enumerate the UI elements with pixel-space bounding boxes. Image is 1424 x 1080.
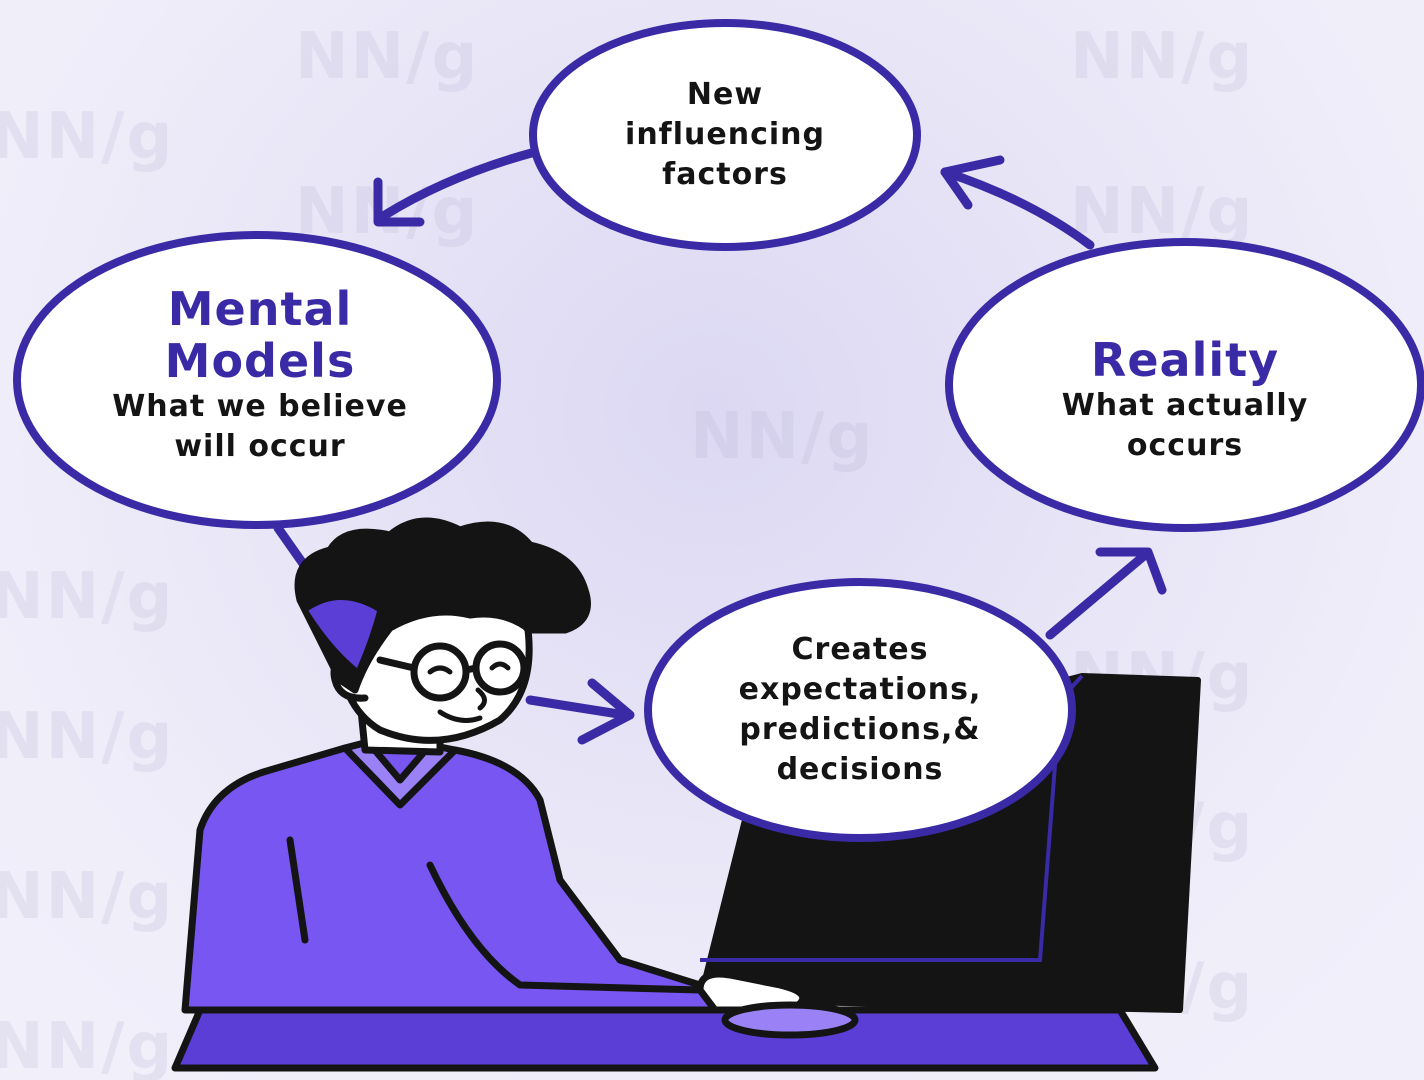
- mental-models-title-1: Mental: [167, 282, 353, 336]
- influencing-node-label: New influencing factors: [565, 60, 885, 210]
- watermark: NN/g: [0, 1010, 175, 1080]
- mental-models-title-2: Models: [164, 334, 356, 388]
- creates-line-4: decisions: [776, 752, 944, 787]
- mental-models-subtitle-2: will occur: [174, 429, 346, 464]
- arrow-creates-to-reality: [1045, 550, 1150, 640]
- arrow-head: [373, 177, 425, 227]
- reality-node: [945, 238, 1424, 532]
- arrow-head: [577, 678, 635, 745]
- watermark: NN/g: [690, 400, 875, 474]
- watermark: NN/g: [0, 100, 175, 174]
- arrow-head: [1095, 547, 1167, 595]
- creates-line-2: expectations,: [738, 672, 982, 707]
- arrow-influencing-to-mental: [380, 147, 540, 220]
- creates-line-3: predictions,&: [739, 712, 981, 747]
- desk: [171, 1006, 1159, 1072]
- mental-models-subtitle-1: What we believe: [112, 389, 408, 424]
- influencing-node: [529, 19, 921, 251]
- watermark: NN/g: [0, 560, 175, 634]
- watermark: NN/g: [1070, 20, 1255, 94]
- arrow-reality-to-influencing: [940, 167, 1095, 250]
- person-illustration: [181, 517, 859, 1039]
- creates-node-label: Creates expectations, predictions,& deci…: [680, 625, 1040, 795]
- watermark: NN/g: [295, 20, 480, 94]
- mental-models-node: [13, 231, 501, 529]
- influencing-line-1: New: [686, 77, 764, 112]
- watermark: NN/g: [0, 700, 175, 774]
- arrow-head: [940, 155, 1005, 210]
- mental-models-label: Mental Models What we believe will occur: [40, 270, 480, 480]
- watermark: NN/g: [1070, 175, 1255, 249]
- watermark: NN/g: [0, 860, 175, 934]
- influencing-line-3: factors: [662, 157, 788, 192]
- creates-line-1: Creates: [791, 632, 929, 667]
- creates-node: [644, 578, 1076, 842]
- influencing-line-2: influencing: [625, 117, 825, 152]
- reality-title: Reality: [1090, 333, 1280, 387]
- reality-subtitle-1: What actually: [1061, 388, 1309, 423]
- reality-subtitle-2: occurs: [1126, 428, 1244, 463]
- arrow-person-to-creates: [525, 695, 630, 720]
- reality-label: Reality What actually occurs: [975, 320, 1395, 480]
